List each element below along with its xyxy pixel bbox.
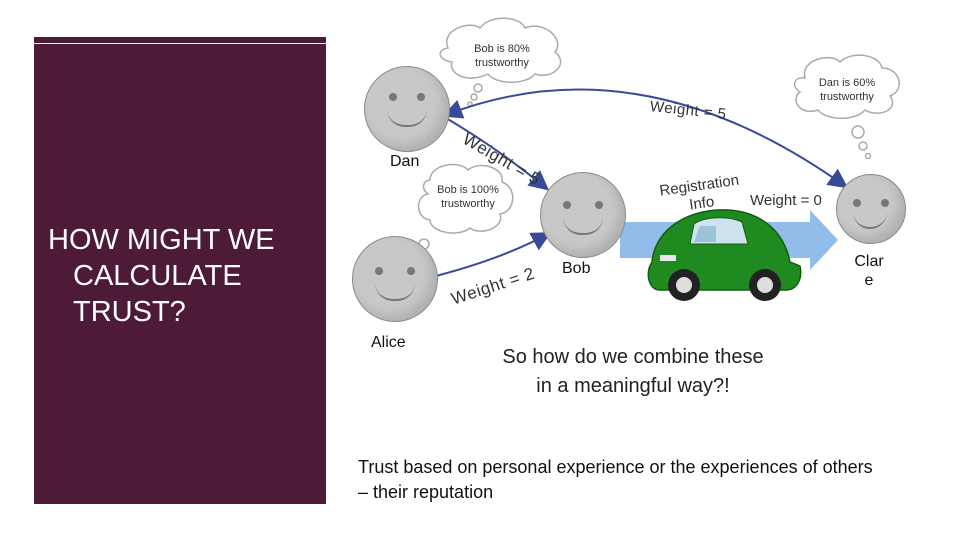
green-car (647, 209, 802, 301)
title-panel-top-bar (34, 37, 326, 43)
face-dan (364, 66, 450, 152)
label-dan: Dan (390, 153, 420, 170)
label-clare: Clar e (854, 253, 884, 289)
slide-title: HOW MIGHT WE CALCULATE TRUST? (48, 224, 275, 328)
arrow-alice-bob (427, 232, 552, 279)
bubble-text-bob100: Bob is 100% trustworthy (437, 184, 499, 210)
bubble-dan60 (793, 54, 900, 160)
label-alice: Alice (371, 334, 406, 351)
arrow-dan-bob (445, 117, 550, 191)
weight-car-clare: Weight = 0 (750, 192, 822, 209)
bubble-text-bob80: Bob is 80% trustworthy (474, 43, 530, 69)
footer-text: Trust based on personal experience or th… (358, 457, 873, 502)
title-panel (34, 44, 326, 504)
bubble-text-dan60: Dan is 60% trustworthy (818, 77, 876, 103)
label-bob: Bob (562, 260, 591, 277)
arrow-dan-clare (442, 88, 849, 189)
face-clare (836, 174, 906, 244)
face-alice (352, 236, 438, 322)
question-text: So how do we combine these in a meaningf… (502, 346, 764, 397)
face-bob (540, 172, 626, 258)
